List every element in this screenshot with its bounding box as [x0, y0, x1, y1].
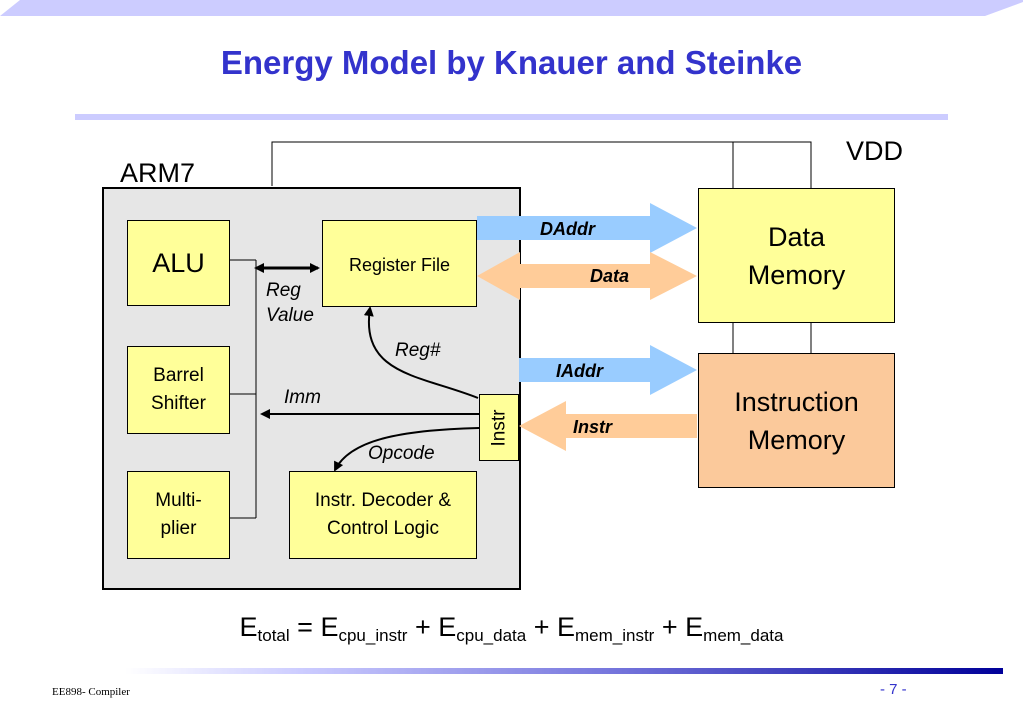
alu-block: ALU [127, 220, 230, 306]
arm7-label: ARM7 [120, 158, 196, 188]
page-number: - 7 - [880, 681, 907, 698]
instr-decoder-block: Instr. Decoder & Control Logic [289, 471, 477, 559]
iaddr-label: IAddr [556, 361, 603, 381]
instr-bus-arrow [519, 401, 697, 451]
multiplier-label: Multi- plier [155, 490, 202, 539]
internal-bus [230, 259, 257, 519]
energy-formula: Etotal = Ecpu_instr + Ecpu_data + Emem_i… [239, 612, 784, 645]
barrel-shifter-block: Barrel Shifter [127, 346, 230, 434]
daddr-label: DAddr [540, 219, 595, 239]
instruction-memory-label: Instruction Memory [734, 386, 859, 455]
vdd-label: VDD [846, 136, 904, 166]
imm-label: Imm [284, 387, 321, 408]
opcode-arrow [334, 427, 480, 472]
instr-bus-label: Instr [573, 417, 613, 437]
reg-num-label: Reg# [395, 340, 441, 361]
top-banner [0, 0, 1023, 16]
data-memory-block: Data Memory [698, 188, 895, 323]
iaddr-arrow [519, 345, 697, 395]
register-file-label: Register File [348, 255, 451, 275]
alu-label: ALU [152, 247, 205, 278]
data-arrow [477, 252, 697, 300]
reg-value-label: Reg Value [266, 280, 314, 326]
title-underline [75, 114, 948, 120]
daddr-arrow [477, 203, 697, 253]
footer-course: EE898- Compiler [52, 686, 130, 698]
slide-title: Energy Model by Knauer and Steinke [220, 44, 803, 81]
opcode-label: Opcode [368, 443, 435, 464]
data-label: Data [590, 266, 630, 286]
data-memory-label: Data Memory [747, 221, 846, 290]
multiplier-block: Multi- plier [127, 471, 230, 559]
register-file-block: Register File [322, 220, 477, 307]
barrel-shifter-label: Barrel Shifter [151, 365, 206, 414]
instr-register-label: Instr [487, 409, 509, 446]
vdd-wires [271, 141, 812, 353]
instr-decoder-label: Instr. Decoder & Control Logic [314, 490, 452, 539]
bottom-band [125, 668, 1003, 674]
instr-register-block: Instr [479, 394, 519, 461]
reg-num-arrow [363, 306, 479, 399]
instruction-memory-block: Instruction Memory [698, 353, 895, 488]
